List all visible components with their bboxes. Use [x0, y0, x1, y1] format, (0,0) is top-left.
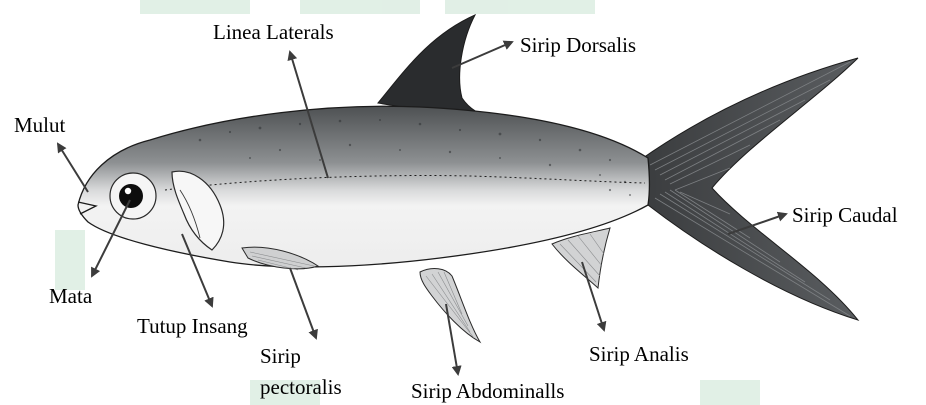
label-sirip-pectoralis-line2: pectoralis — [260, 375, 342, 399]
label-mulut: Mulut — [14, 113, 65, 137]
label-sirip-pectoralis-line1: Sirip — [260, 344, 301, 368]
label-linea-lateralis: Linea Laterals — [213, 20, 334, 44]
arrow-mulut — [58, 144, 88, 192]
label-mata: Mata — [49, 284, 92, 308]
eye — [110, 173, 156, 219]
label-sirip-abdominalis: Sirip Abdominalls — [411, 379, 564, 403]
label-sirip-analis: Sirip Analis — [589, 342, 689, 366]
label-tutup-insang: Tutup Insang — [137, 314, 248, 338]
dorsal-fin — [378, 15, 495, 118]
caudal-fin — [639, 58, 858, 320]
label-sirip-dorsalis: Sirip Dorsalis — [520, 33, 636, 57]
label-sirip-caudal: Sirip Caudal — [792, 203, 898, 227]
arrow-sirip-pectoralis — [290, 268, 316, 338]
